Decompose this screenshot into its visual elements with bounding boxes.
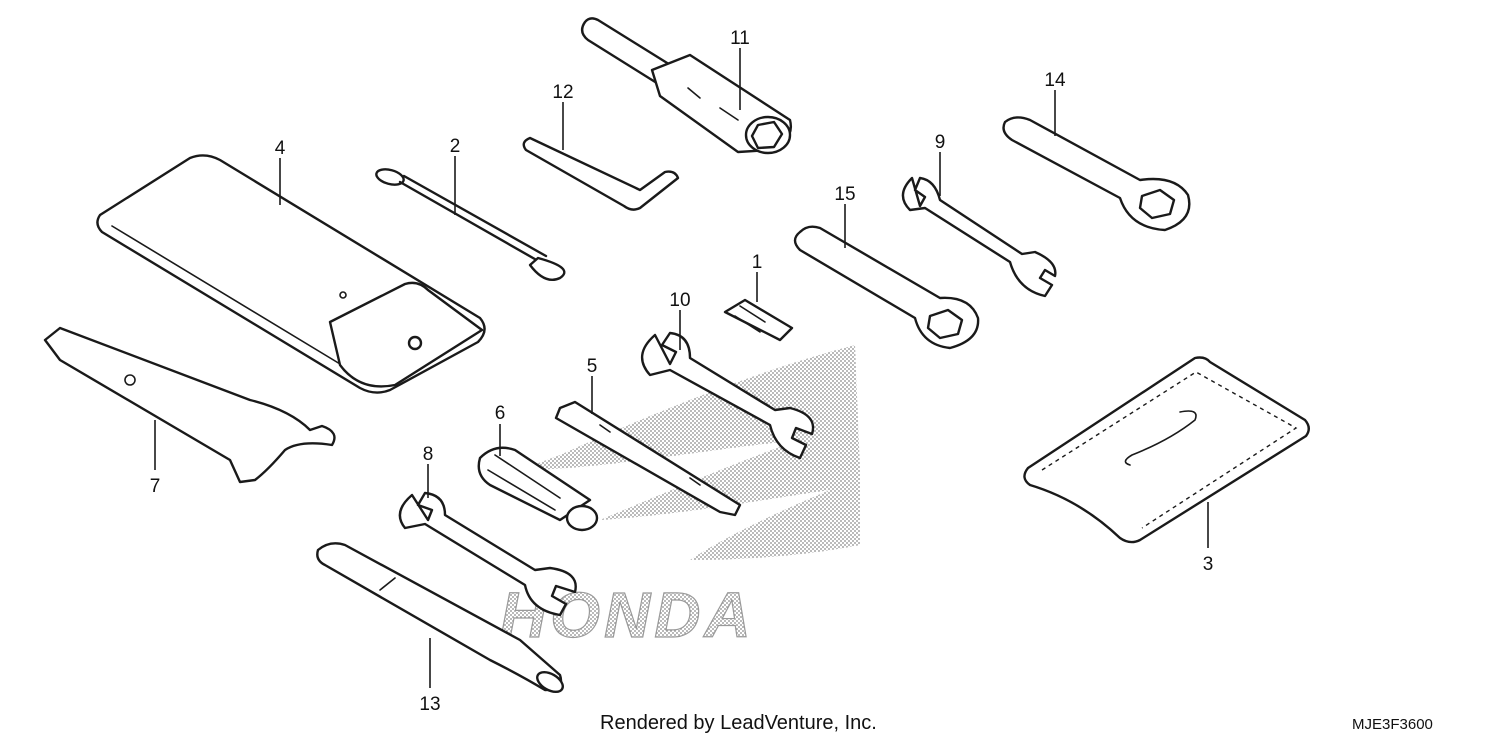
callout-7[interactable]: 7	[150, 420, 161, 497]
fuse-clip	[723, 298, 794, 342]
callout-label: 12	[552, 82, 573, 103]
honda-wing-logo	[520, 345, 860, 560]
diagram-code: MJE3F3600	[1352, 716, 1433, 733]
box-wrench-14	[1002, 116, 1191, 232]
callout-2[interactable]: 2	[450, 136, 461, 215]
callout-8[interactable]: 8	[423, 444, 434, 498]
open-end-wrench-8	[398, 491, 577, 617]
wrench-handle	[316, 542, 564, 694]
callout-label: 10	[669, 290, 690, 311]
callout-label: 11	[730, 28, 750, 49]
callout-11[interactable]: 11	[730, 28, 750, 110]
callout-10[interactable]: 10	[669, 290, 691, 350]
screwdriver-handle	[477, 446, 599, 532]
callout-label: 8	[423, 444, 434, 465]
screwdriver-bit	[554, 400, 742, 517]
tool-pouch	[1023, 356, 1310, 544]
watermark-brand-text: HONDA	[500, 579, 755, 651]
callout-6[interactable]: 6	[495, 403, 506, 456]
callout-label: 13	[419, 694, 440, 715]
callout-4[interactable]: 4	[275, 138, 286, 205]
callout-1[interactable]: 1	[752, 252, 763, 302]
hex-key	[522, 136, 680, 211]
callout-label: 1	[752, 252, 763, 273]
callout-label: 14	[1044, 70, 1066, 91]
callout-12[interactable]: 12	[552, 82, 574, 150]
callout-label: 9	[935, 132, 946, 153]
cotter-pin	[375, 168, 566, 282]
callout-9[interactable]: 9	[935, 132, 946, 196]
callout-3[interactable]: 3	[1203, 502, 1214, 575]
callout-15[interactable]: 15	[834, 184, 856, 248]
render-credit: Rendered by LeadVenture, Inc.	[600, 712, 877, 734]
callout-5[interactable]: 5	[587, 356, 598, 414]
open-end-wrench-10	[641, 331, 815, 460]
box-wrench-15	[793, 225, 980, 350]
callout-13[interactable]: 13	[419, 638, 441, 715]
callout-label: 6	[495, 403, 506, 424]
callout-14[interactable]: 14	[1044, 70, 1066, 136]
tool-bag	[96, 154, 486, 394]
callout-label: 7	[150, 476, 161, 497]
callout-label: 3	[1203, 554, 1214, 575]
pin-spanner	[43, 326, 336, 484]
callout-label: 15	[834, 184, 855, 205]
callout-label: 4	[275, 138, 286, 159]
open-end-wrench-9	[901, 176, 1057, 298]
spark-plug-wrench	[580, 17, 792, 155]
callout-label: 5	[587, 356, 598, 377]
callout-label: 2	[450, 136, 461, 157]
